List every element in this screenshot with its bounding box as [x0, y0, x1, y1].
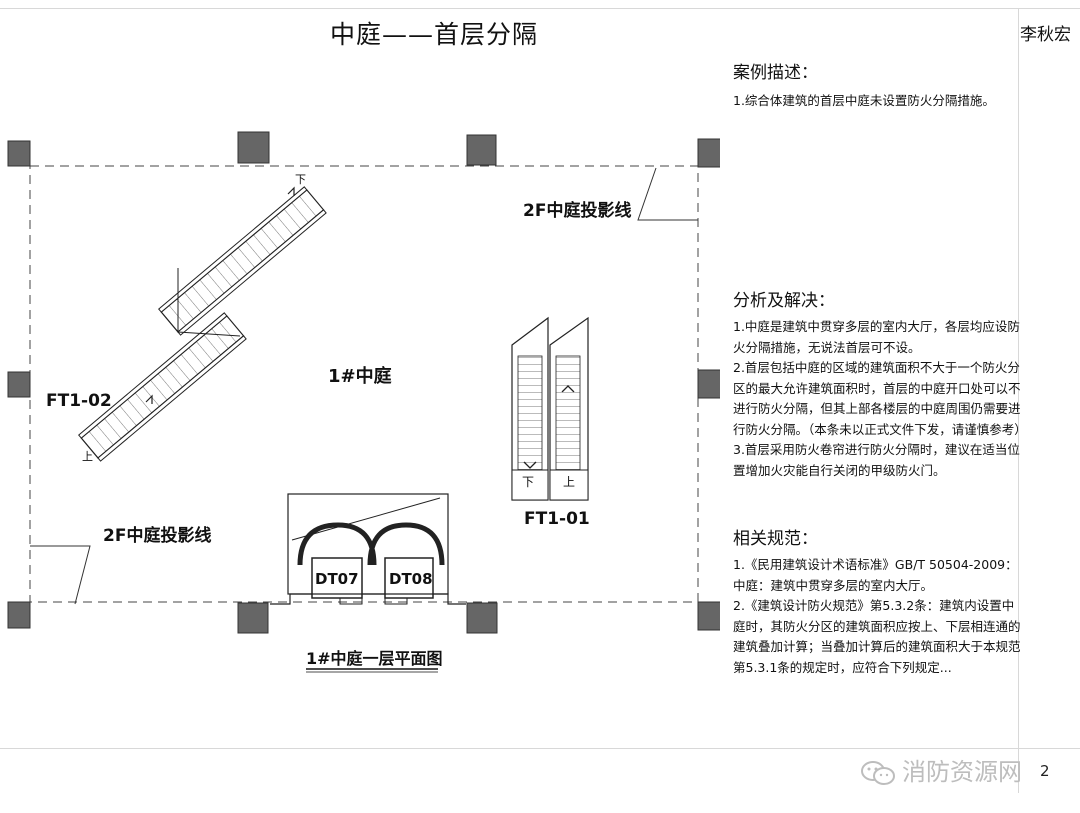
column [237, 602, 269, 634]
watermark-text: 消防资源网 [902, 758, 1022, 786]
projection-label-top: 2F中庭投影线 [523, 200, 631, 221]
plan-title: 1#中庭一层平面图 [306, 649, 443, 668]
analysis-item: 3.首层采用防火卷帘进行防火分隔时，建议在适当位置增加火灾能自行关闭的甲级防火门… [733, 442, 1020, 478]
column [697, 601, 720, 631]
analysis-section: 分析及解决： 1.中庭是建筑中贯穿多层的室内大厅，各层均应设防火分隔措施，无说法… [733, 286, 1027, 481]
escalator-ft1-02: 下 上 [78, 173, 327, 463]
escalator-ft1-01-label: FT1-01 [524, 509, 590, 529]
column [697, 369, 720, 399]
projection-label-bottom: 2F中庭投影线 [103, 525, 211, 546]
elevator-lobby [270, 493, 466, 605]
author-name: 李秋宏 [1020, 25, 1071, 45]
frame-right-line [1018, 8, 1019, 793]
column [7, 371, 31, 398]
case-heading: 案例描述： [733, 63, 818, 83]
norms-item: 1.《民用建筑设计术语标准》GB/T 50504-2009：中庭：建筑中贯穿多层… [733, 557, 1018, 593]
analysis-heading: 分析及解决： [733, 291, 835, 311]
related-norms-section: 相关规范： 1.《民用建筑设计术语标准》GB/T 50504-2009：中庭：建… [733, 524, 1023, 678]
page-number: 2 [1040, 762, 1050, 780]
elevator-dt07-label: DT07 [315, 570, 359, 588]
escalator-down-mark: 下 [522, 475, 534, 489]
column [697, 138, 720, 168]
column [466, 134, 497, 166]
escalator-up-mark: 上 [563, 475, 575, 489]
analysis-item: 2.首层包括中庭的区域的建筑面积不大于一个防火分区的最大允许建筑面积时，首层的中… [733, 360, 1027, 437]
column [466, 602, 498, 634]
wechat-icon [861, 761, 895, 785]
case-item: 1.综合体建筑的首层中庭未设置防火分隔措施。 [733, 93, 995, 108]
projection-leader-top [637, 167, 698, 221]
projection-leader-bottom [30, 545, 91, 605]
page-title: 中庭——首层分隔 [330, 20, 539, 49]
arrow-down-mark: 下 [295, 173, 306, 186]
elevator-dt08-label: DT08 [389, 570, 433, 588]
analysis-item: 1.中庭是建筑中贯穿多层的室内大厅，各层均应设防火分隔措施，无说法首层可不设。 [733, 319, 1020, 355]
frame-top-line [0, 8, 1080, 9]
norms-heading: 相关规范： [733, 529, 818, 549]
structural-columns [7, 131, 720, 634]
column [7, 140, 31, 167]
column [7, 601, 31, 629]
arrow-up-mark: 上 [82, 450, 93, 463]
column [237, 131, 270, 164]
floor-plan: 2F中庭投影线 2F中庭投影线 1#中庭 下 上 FT1-02 下 上 [7, 131, 720, 673]
frame-bottom-line [0, 748, 1080, 749]
escalator-ft1-01: 下 上 [511, 316, 589, 501]
case-description-section: 案例描述： 1.综合体建筑的首层中庭未设置防火分隔措施。 [733, 58, 1023, 112]
atrium-label: 1#中庭 [328, 365, 392, 387]
watermark: 消防资源网 [860, 752, 1022, 787]
escalator-ft1-02-label: FT1-02 [46, 391, 112, 411]
norms-item: 2.《建筑设计防火规范》第5.3.2条：建筑内设置中庭时，其防火分区的建筑面积应… [733, 598, 1021, 675]
